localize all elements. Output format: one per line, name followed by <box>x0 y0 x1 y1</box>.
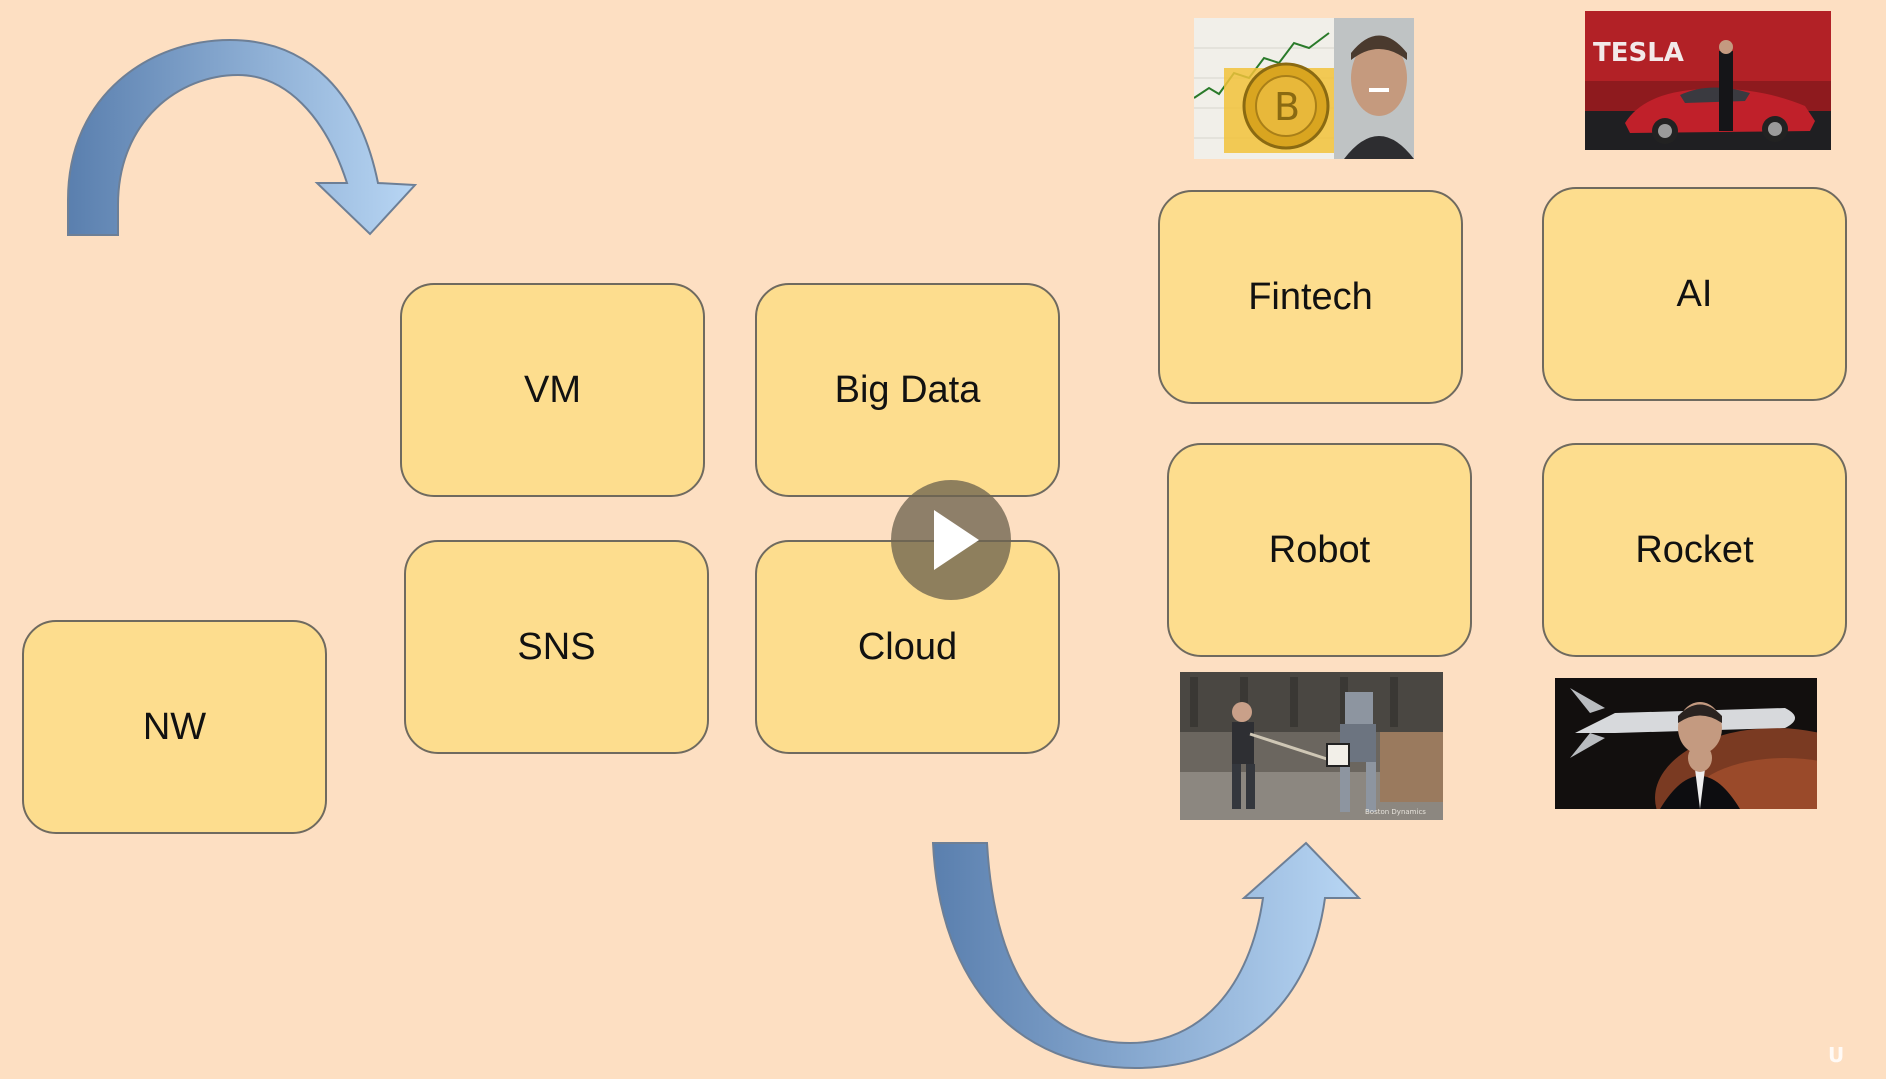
robot-photo: Boston Dynamics <box>1180 672 1443 820</box>
rocket-box: Rocket <box>1542 443 1847 657</box>
play-icon <box>934 510 979 570</box>
tesla-logo-text: TESLA <box>1593 38 1684 68</box>
svg-text:B: B <box>1274 85 1300 129</box>
sns-label: SNS <box>517 625 596 668</box>
vm-label: VM <box>524 368 581 411</box>
play-button[interactable] <box>891 480 1011 600</box>
rocket-label: Rocket <box>1635 528 1754 571</box>
cloud-label: Cloud <box>857 625 958 668</box>
vm-box: VM <box>400 283 705 497</box>
rocket-photo <box>1555 678 1817 809</box>
robot-label: Robot <box>1268 528 1371 571</box>
big-data-box: Big Data <box>755 283 1060 497</box>
bitcoin-photo: B <box>1194 18 1414 159</box>
sns-box: SNS <box>404 540 709 754</box>
udemy-logo-icon: U <box>1828 1043 1886 1073</box>
boston-dynamics-credit: Boston Dynamics <box>1365 808 1426 816</box>
tesla-photo: TESLA <box>1585 11 1831 150</box>
big-data-label: Big Data <box>834 368 981 411</box>
curved-arrow-bottom-icon <box>931 841 1362 1070</box>
fintech-box: Fintech <box>1158 190 1463 404</box>
fintech-label: Fintech <box>1248 275 1373 318</box>
watermark-text: U <box>1828 1043 1845 1067</box>
robot-box: Robot <box>1167 443 1472 657</box>
ai-label: AI <box>1676 272 1713 315</box>
nw-box: NW <box>22 620 327 834</box>
nw-label: NW <box>142 705 207 748</box>
curved-arrow-top-icon <box>67 38 418 236</box>
ai-box: AI <box>1542 187 1847 401</box>
